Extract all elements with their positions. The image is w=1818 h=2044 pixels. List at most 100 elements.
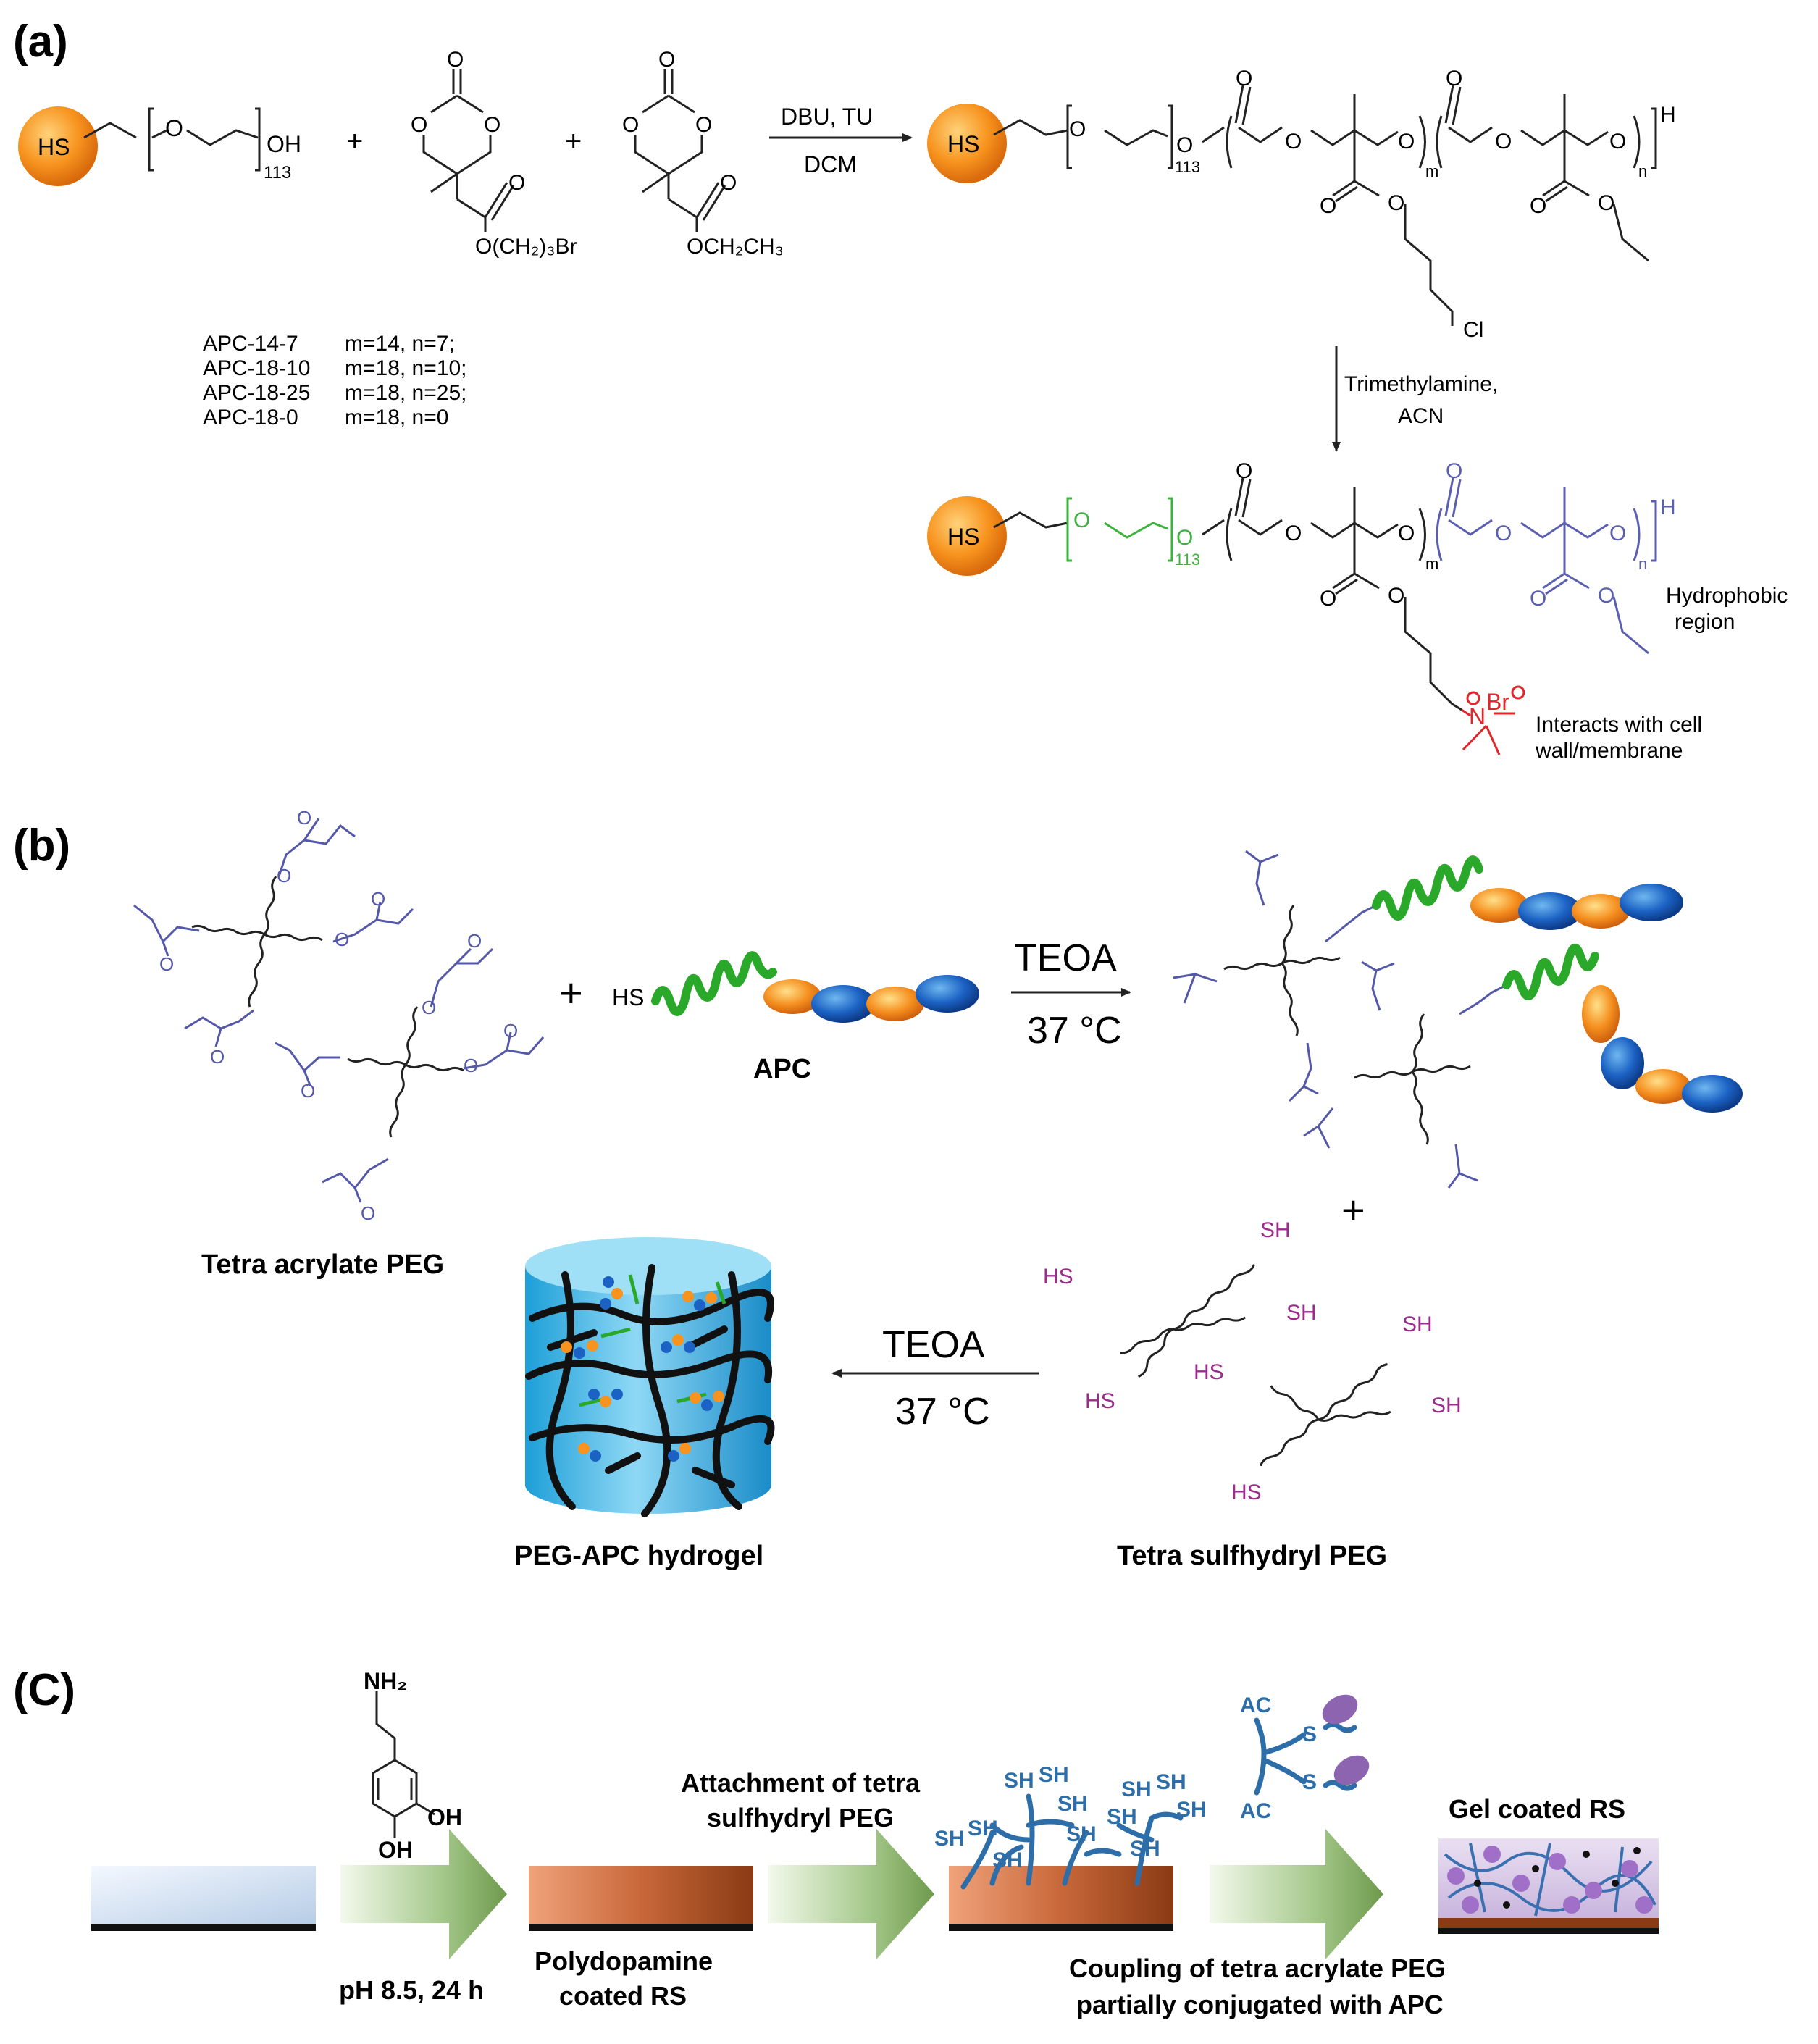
o-atom: O: [1609, 522, 1626, 545]
sh-label: SH: [1121, 1777, 1152, 1801]
variant-params: m=18, n=0: [345, 406, 448, 430]
thiol-labels: SH HS SH HS HS SH SH HS: [1043, 1218, 1462, 1504]
orange-bead-icon: [866, 987, 924, 1021]
reagent-acn: ACN: [1398, 404, 1444, 428]
o-atom: O: [484, 113, 500, 137]
o-atom: O: [1388, 191, 1404, 215]
o-atom: O: [508, 171, 525, 195]
o-atom: O: [1176, 133, 1193, 157]
o-atom: O: [1398, 522, 1415, 545]
coupling-label-2: partially conjugated with APC: [1076, 1990, 1444, 2019]
o-atom: O: [1176, 526, 1193, 550]
blue-bead-icon: [916, 975, 979, 1013]
variant-name: APC-18-25: [203, 381, 310, 405]
slab-base: [949, 1924, 1173, 1931]
orange-bead-icon: [763, 979, 821, 1014]
sh-label: SH: [1176, 1798, 1207, 1822]
interacts-label-2: wall/membrane: [1535, 739, 1683, 763]
process-arrow-1-icon: [340, 1829, 507, 1959]
s-label: S: [1302, 1770, 1317, 1794]
plus-sign-b2: +: [1341, 1187, 1365, 1233]
slab-base: [529, 1924, 753, 1931]
o-atom: O: [1598, 191, 1614, 215]
sh-label: SH: [1057, 1792, 1088, 1816]
hs-label: HS: [38, 134, 70, 160]
peg-subscript: 113: [1175, 158, 1200, 176]
slab-base: [91, 1924, 316, 1931]
peg-block-green: [1066, 497, 1173, 562]
bromopropyl-label: O(CH₂)₃Br: [475, 235, 577, 259]
o-atom: O: [1320, 587, 1336, 611]
slab-base: [1438, 1918, 1659, 1930]
panel-b-label: (b): [13, 821, 70, 871]
hydrogel-label: PEG-APC hydrogel: [514, 1541, 763, 1571]
polydopamine-label-1: Polydopamine: [535, 1946, 713, 1976]
peg-subscript: 113: [1175, 550, 1200, 569]
hydrophobic-block-blue: [1436, 477, 1657, 655]
sh-label: SH: [1402, 1312, 1433, 1336]
slab-base: [1438, 1928, 1659, 1934]
ac-label: AC: [1240, 1799, 1271, 1823]
o-atom: O: [1320, 194, 1336, 218]
o-atom: O: [301, 1080, 315, 1102]
attachment-label-1: Attachment of tetra: [681, 1768, 921, 1798]
apc-bead-icon: [1333, 1755, 1370, 1785]
sh-label: SH: [1066, 1822, 1097, 1846]
gel-beads: [1447, 1846, 1653, 1914]
o-atom: O: [1530, 587, 1546, 611]
ac-s-labels: AC AC S S: [1240, 1693, 1317, 1823]
s-label: S: [1302, 1722, 1317, 1746]
sh-label: SH: [934, 1827, 965, 1851]
orange-bead-icon: [1635, 1069, 1691, 1104]
tetra-sulfhydryl-peg-icon: [1120, 1264, 1391, 1467]
o-atom: O: [1073, 508, 1090, 532]
thiol-star-icons: [960, 1793, 1184, 1890]
tetra-sulfhydryl-label: Tetra sulfhydryl PEG: [1117, 1541, 1387, 1571]
hs-label: HS: [947, 524, 979, 550]
plus-sign-1: +: [346, 125, 363, 157]
o-atom: O: [1236, 67, 1252, 91]
reagent-dcm: DCM: [804, 151, 857, 177]
chain-end-h: H: [1660, 103, 1676, 127]
o-atom: O: [361, 1202, 375, 1224]
o-atom: O: [467, 930, 482, 952]
sh-label: SH: [1156, 1770, 1186, 1794]
apc-hs-label: HS: [612, 984, 644, 1010]
hydrophobic-label-1: Hydrophobic: [1666, 584, 1788, 608]
o-atom: O: [1530, 194, 1546, 218]
o-atom: O: [695, 113, 712, 137]
sh-label: SH: [992, 1848, 1023, 1872]
reagent-trimethylamine: Trimethylamine,: [1344, 372, 1498, 396]
o-atom: O: [1285, 522, 1302, 545]
cationic-block: [1202, 477, 1462, 711]
panel-a: (a) HS O OH 113 + O O O O O(CH₂)₃Br +: [13, 17, 1788, 763]
oh-label: OH: [427, 1804, 462, 1830]
ethyl-label: OCH₂CH₃: [687, 235, 784, 259]
orange-bead-icon: [1572, 894, 1630, 929]
o-atom: O: [1495, 130, 1512, 154]
o-atom: O: [371, 888, 385, 910]
o-atom: O: [658, 48, 675, 72]
blue-bead-icon: [1518, 892, 1582, 930]
rs-slab-polydopamine: [529, 1866, 753, 1924]
gel-coated-label: Gel coated RS: [1449, 1794, 1625, 1824]
hs-label: HS: [947, 131, 979, 157]
o-atom: O: [447, 48, 464, 72]
o-atom: O: [622, 113, 639, 137]
panel-b: (b) O O O O O O: [13, 807, 1743, 1571]
o-atom: O: [159, 953, 174, 975]
panel-a-label: (a): [13, 17, 68, 67]
hydrophobic-label-2: region: [1675, 610, 1735, 634]
orange-bead-icon: [1470, 888, 1528, 923]
sh-label: SH: [1286, 1301, 1317, 1325]
sh-label: SH: [1107, 1805, 1137, 1829]
carbonate-monomer-br: [422, 69, 515, 232]
variant-params: m=18, n=10;: [345, 356, 466, 380]
o-atom: O: [1495, 522, 1512, 545]
reagent-dbu-tu: DBU, TU: [781, 104, 873, 130]
plus-sign-b1: +: [559, 970, 583, 1015]
m-subscript: m: [1425, 162, 1438, 180]
apc-label: APC: [753, 1054, 811, 1084]
acrylate-apc-star-icon: [1254, 1717, 1357, 1796]
